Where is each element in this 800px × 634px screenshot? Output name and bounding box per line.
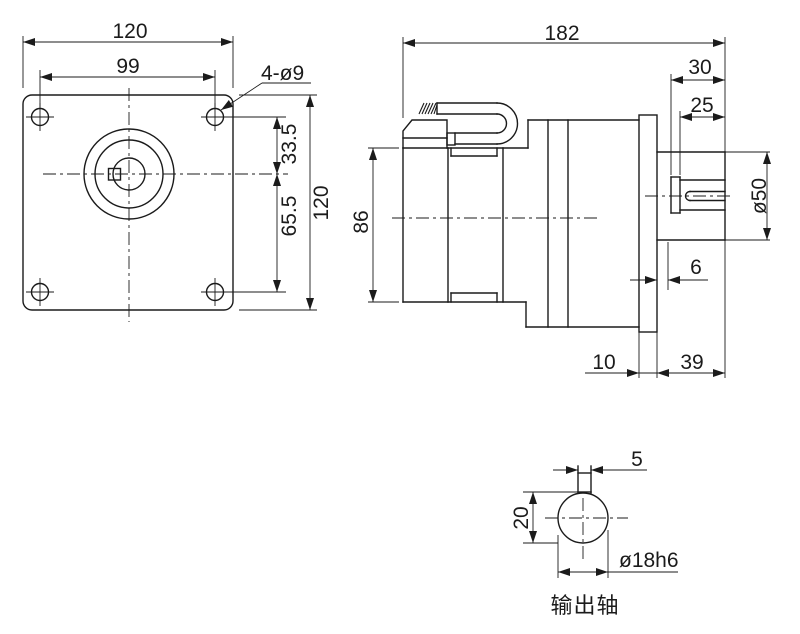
detail-centerlines	[545, 498, 628, 563]
dim-label-boss-diameter: ø50	[748, 178, 771, 214]
dim-label-front-width: 120	[112, 20, 147, 43]
dim-label-key-height: 20	[510, 506, 533, 529]
dim-label-hole-spacing: 99	[116, 55, 139, 78]
wire-strands-hatch	[418, 102, 438, 115]
dim-key-height: 20	[510, 491, 578, 544]
dim-label-overall-length: 182	[544, 22, 579, 45]
dim-hole-spacing: 99	[39, 55, 216, 108]
dim-front-height: 120	[239, 94, 333, 311]
dim-label-body-height: 86	[350, 210, 373, 233]
side-centerlines	[392, 195, 733, 219]
front-view: 120 99 4-ø9 33.5 65.5 120	[22, 20, 333, 322]
dim-label-front-height: 120	[310, 185, 333, 220]
dim-shaft-exposed: 25	[679, 94, 725, 175]
dim-label-shaft-diameter: ø18h6	[619, 549, 679, 572]
holes-callout: 4-ø9	[220, 62, 311, 111]
dim-shaft-diameter: ø18h6	[557, 530, 679, 578]
detail-caption: 输出轴	[550, 593, 619, 618]
dim-label-holes: 4-ø9	[261, 62, 304, 85]
dim-flange-output: 10 39	[585, 240, 726, 378]
side-view: 182 30 25 ø50 86	[350, 22, 771, 378]
dim-front-width: 120	[22, 20, 234, 88]
dim-label-center-bottom: 65.5	[278, 196, 301, 237]
dim-label-flange-thickness: 10	[592, 351, 615, 374]
dim-label-key-width: 5	[631, 448, 643, 471]
dim-body-height: 86	[350, 147, 399, 303]
dim-label-center-top: 33.5	[278, 124, 301, 165]
dim-boss-step: 6	[630, 242, 708, 290]
dim-key-width: 5	[553, 448, 647, 474]
flange-plate-outline	[22, 94, 234, 311]
dim-shaft-offset: 33.5 65.5	[273, 117, 301, 292]
dim-label-boss-step: 6	[690, 256, 702, 279]
dim-label-shaft-exposed: 25	[690, 94, 713, 117]
dim-boss-diameter: ø50	[725, 151, 771, 241]
front-centerlines	[43, 88, 288, 322]
shaft-keyway-slot	[684, 190, 726, 202]
connector-box	[402, 119, 456, 149]
motor-body-outline	[402, 119, 640, 328]
output-flange-plate	[638, 114, 658, 333]
dim-label-shaft-total: 30	[688, 56, 711, 79]
shaft-detail-view: 5 20 ø18h6 输出轴	[510, 448, 679, 618]
dim-label-front-length: 39	[680, 351, 703, 374]
cable-wire	[418, 102, 519, 145]
dim-overall-length: 182	[402, 22, 726, 152]
dim-shaft-total: 30	[670, 56, 725, 175]
